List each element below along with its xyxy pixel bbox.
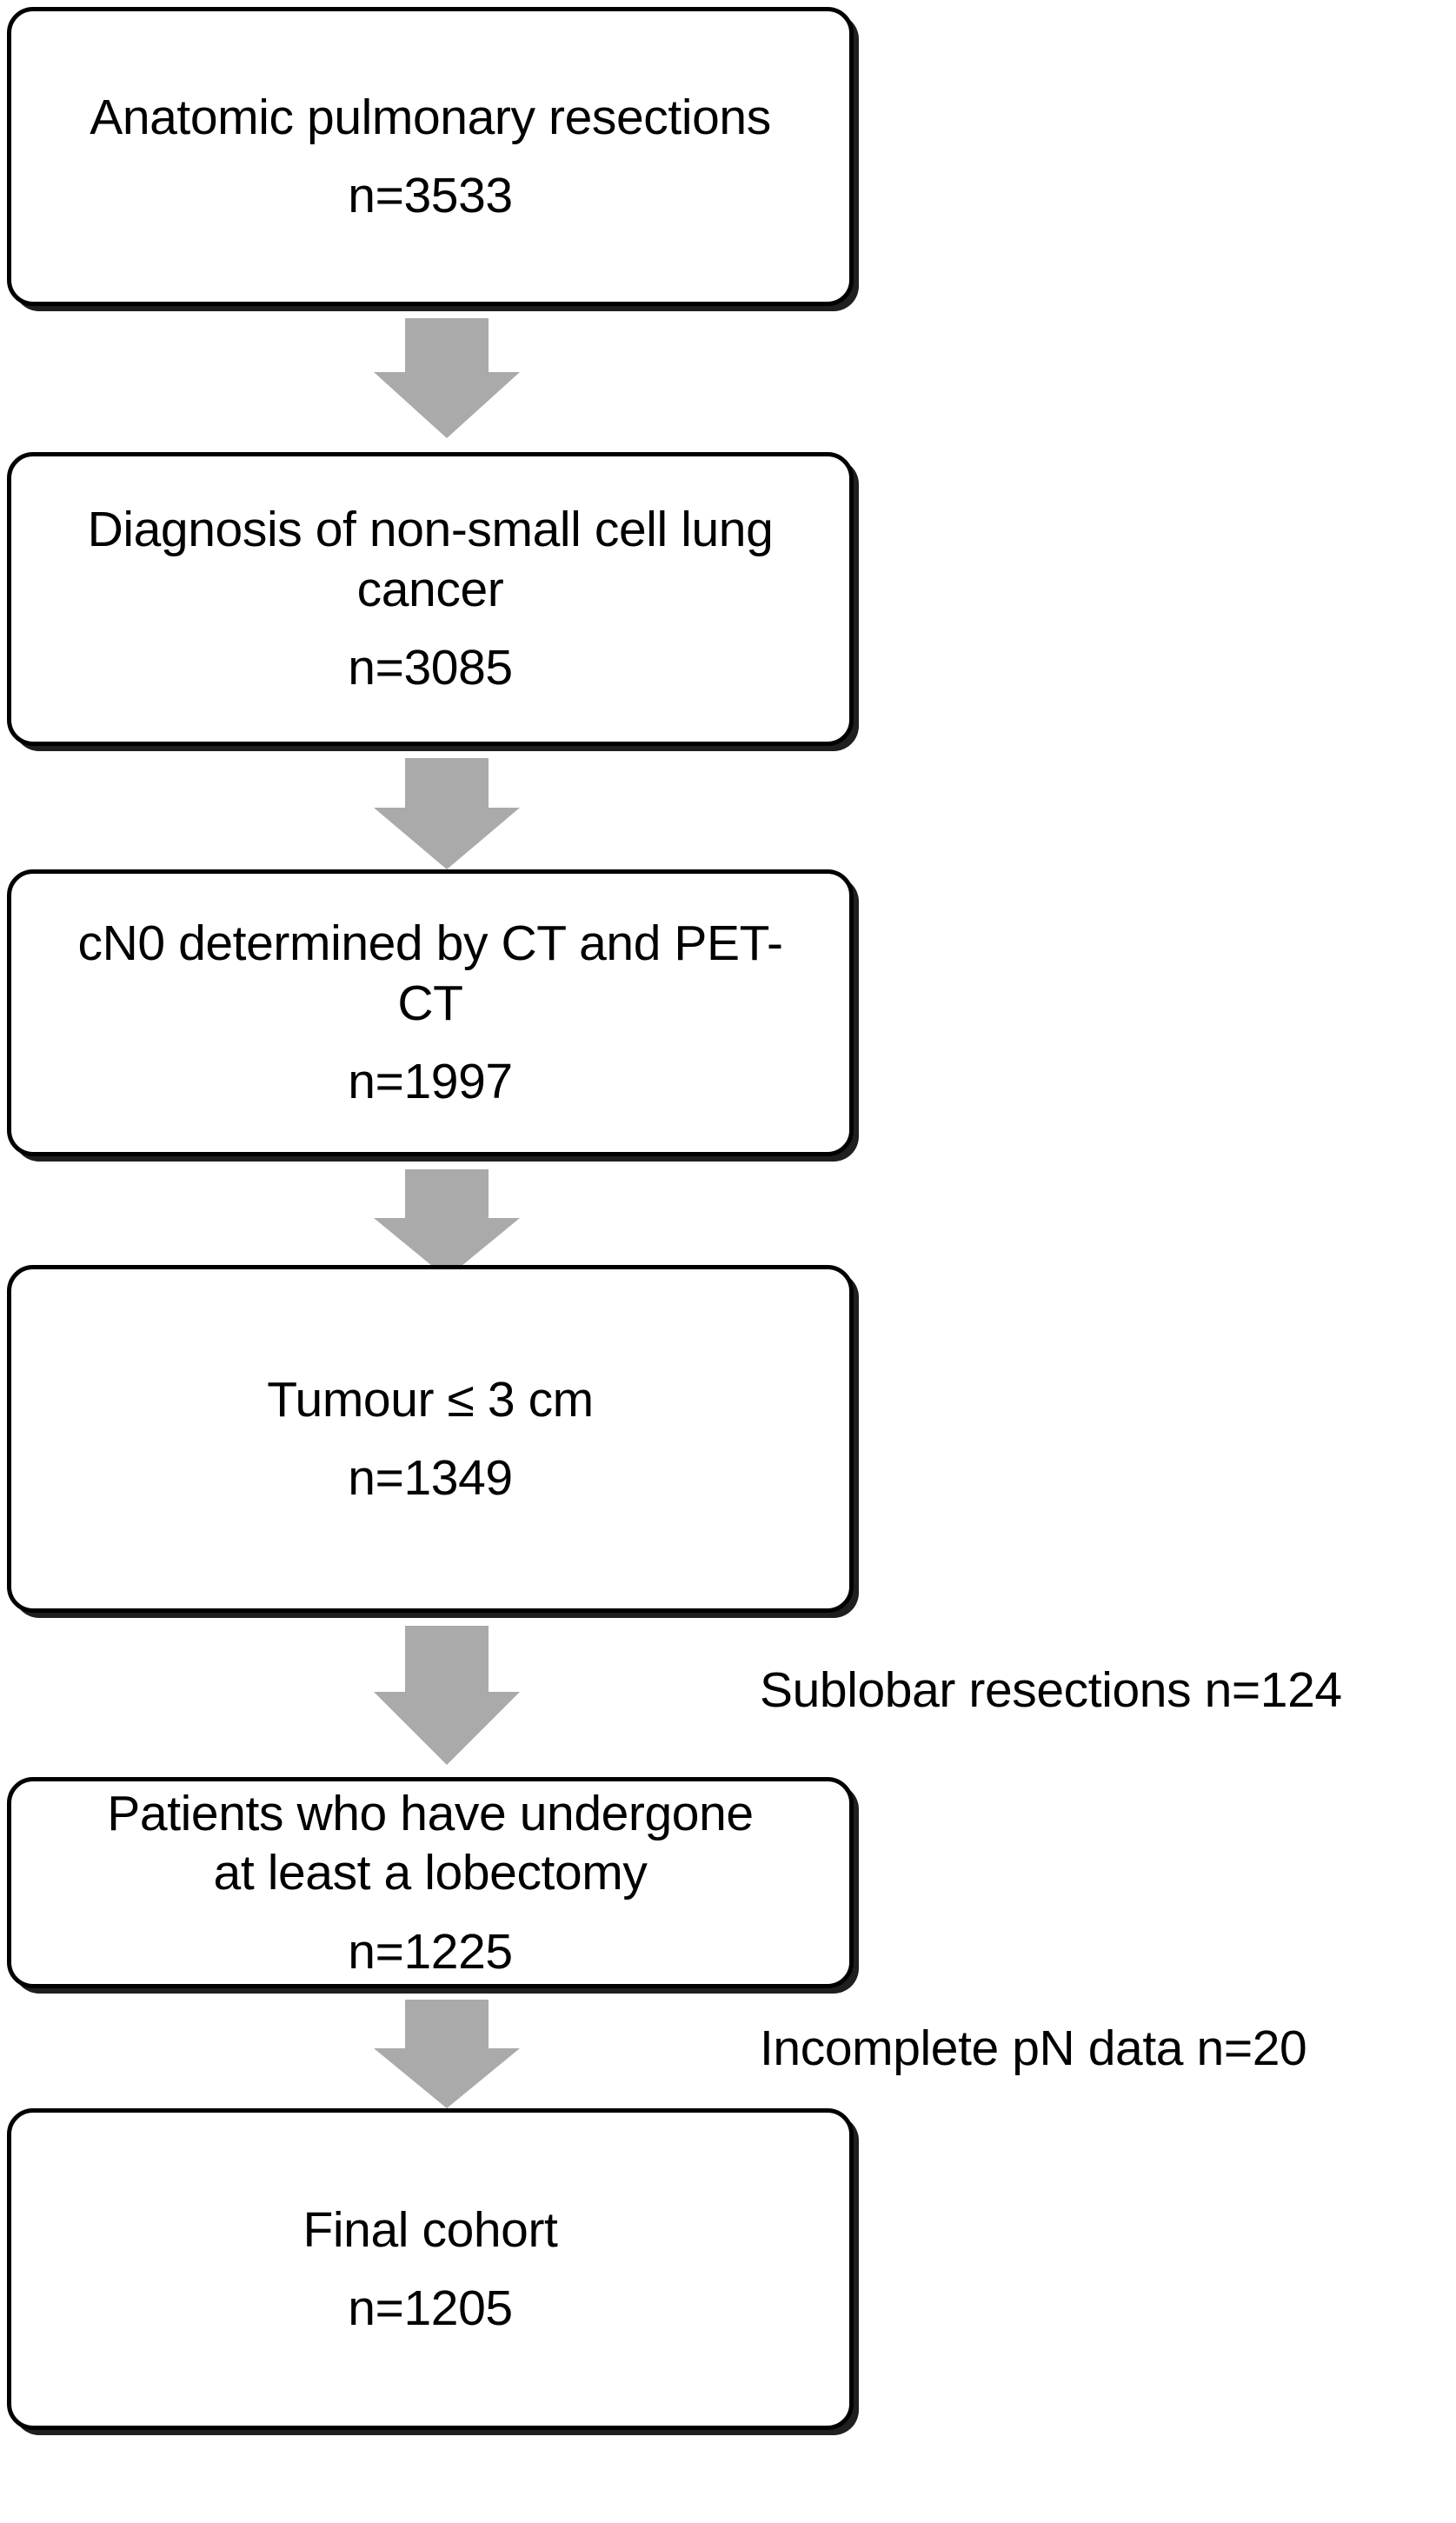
arrow-down-icon xyxy=(374,1169,520,1278)
annotation-text: Sublobar resections n=124 xyxy=(760,1662,1342,1718)
node-line: Anatomic pulmonary resections xyxy=(90,89,771,145)
node-line: Diagnosis of non-small cell lung xyxy=(87,502,774,558)
node-count: n=1997 xyxy=(348,1054,513,1110)
arrow-down-icon xyxy=(374,2000,520,2108)
node-count: n=1349 xyxy=(348,1450,513,1506)
node-count: n=1205 xyxy=(348,2280,513,2336)
node-line: cN0 determined by CT and PET- xyxy=(77,915,783,972)
node-line: Tumour ≤ 3 cm xyxy=(267,1371,594,1428)
node-anatomic-pulmonary-resections: Anatomic pulmonary resections n=3533 xyxy=(7,7,854,306)
node-line: at least a lobectomy xyxy=(213,1845,648,1901)
node-final-cohort: Final cohort n=1205 xyxy=(7,2108,854,2430)
annotation-sublobar-resections: Sublobar resections n=124 xyxy=(760,1663,1455,1718)
annotation-text: Incomplete pN data n=20 xyxy=(760,2020,1307,2076)
arrow-down-icon xyxy=(374,1626,520,1765)
node-line: CT xyxy=(397,975,463,1031)
arrow-down-icon xyxy=(374,758,520,869)
node-count: n=3533 xyxy=(348,168,513,223)
node-cn0-determined: cN0 determined by CT and PET- CT n=1997 xyxy=(7,869,854,1156)
node-count: n=1225 xyxy=(348,1923,513,1980)
node-line: Patients who have undergone xyxy=(107,1785,754,1841)
node-line: Final cohort xyxy=(303,2201,558,2258)
node-count: n=3085 xyxy=(348,640,513,696)
node-at-least-lobectomy: Patients who have undergone at least a l… xyxy=(7,1777,854,1988)
arrow-down-icon xyxy=(374,318,520,438)
node-tumour-size: Tumour ≤ 3 cm n=1349 xyxy=(7,1265,854,1613)
node-line: cancer xyxy=(356,561,504,617)
node-diagnosis-nsclc: Diagnosis of non-small cell lung cancer … xyxy=(7,452,854,746)
annotation-incomplete-pn-data: Incomplete pN data n=20 xyxy=(760,2021,1455,2076)
